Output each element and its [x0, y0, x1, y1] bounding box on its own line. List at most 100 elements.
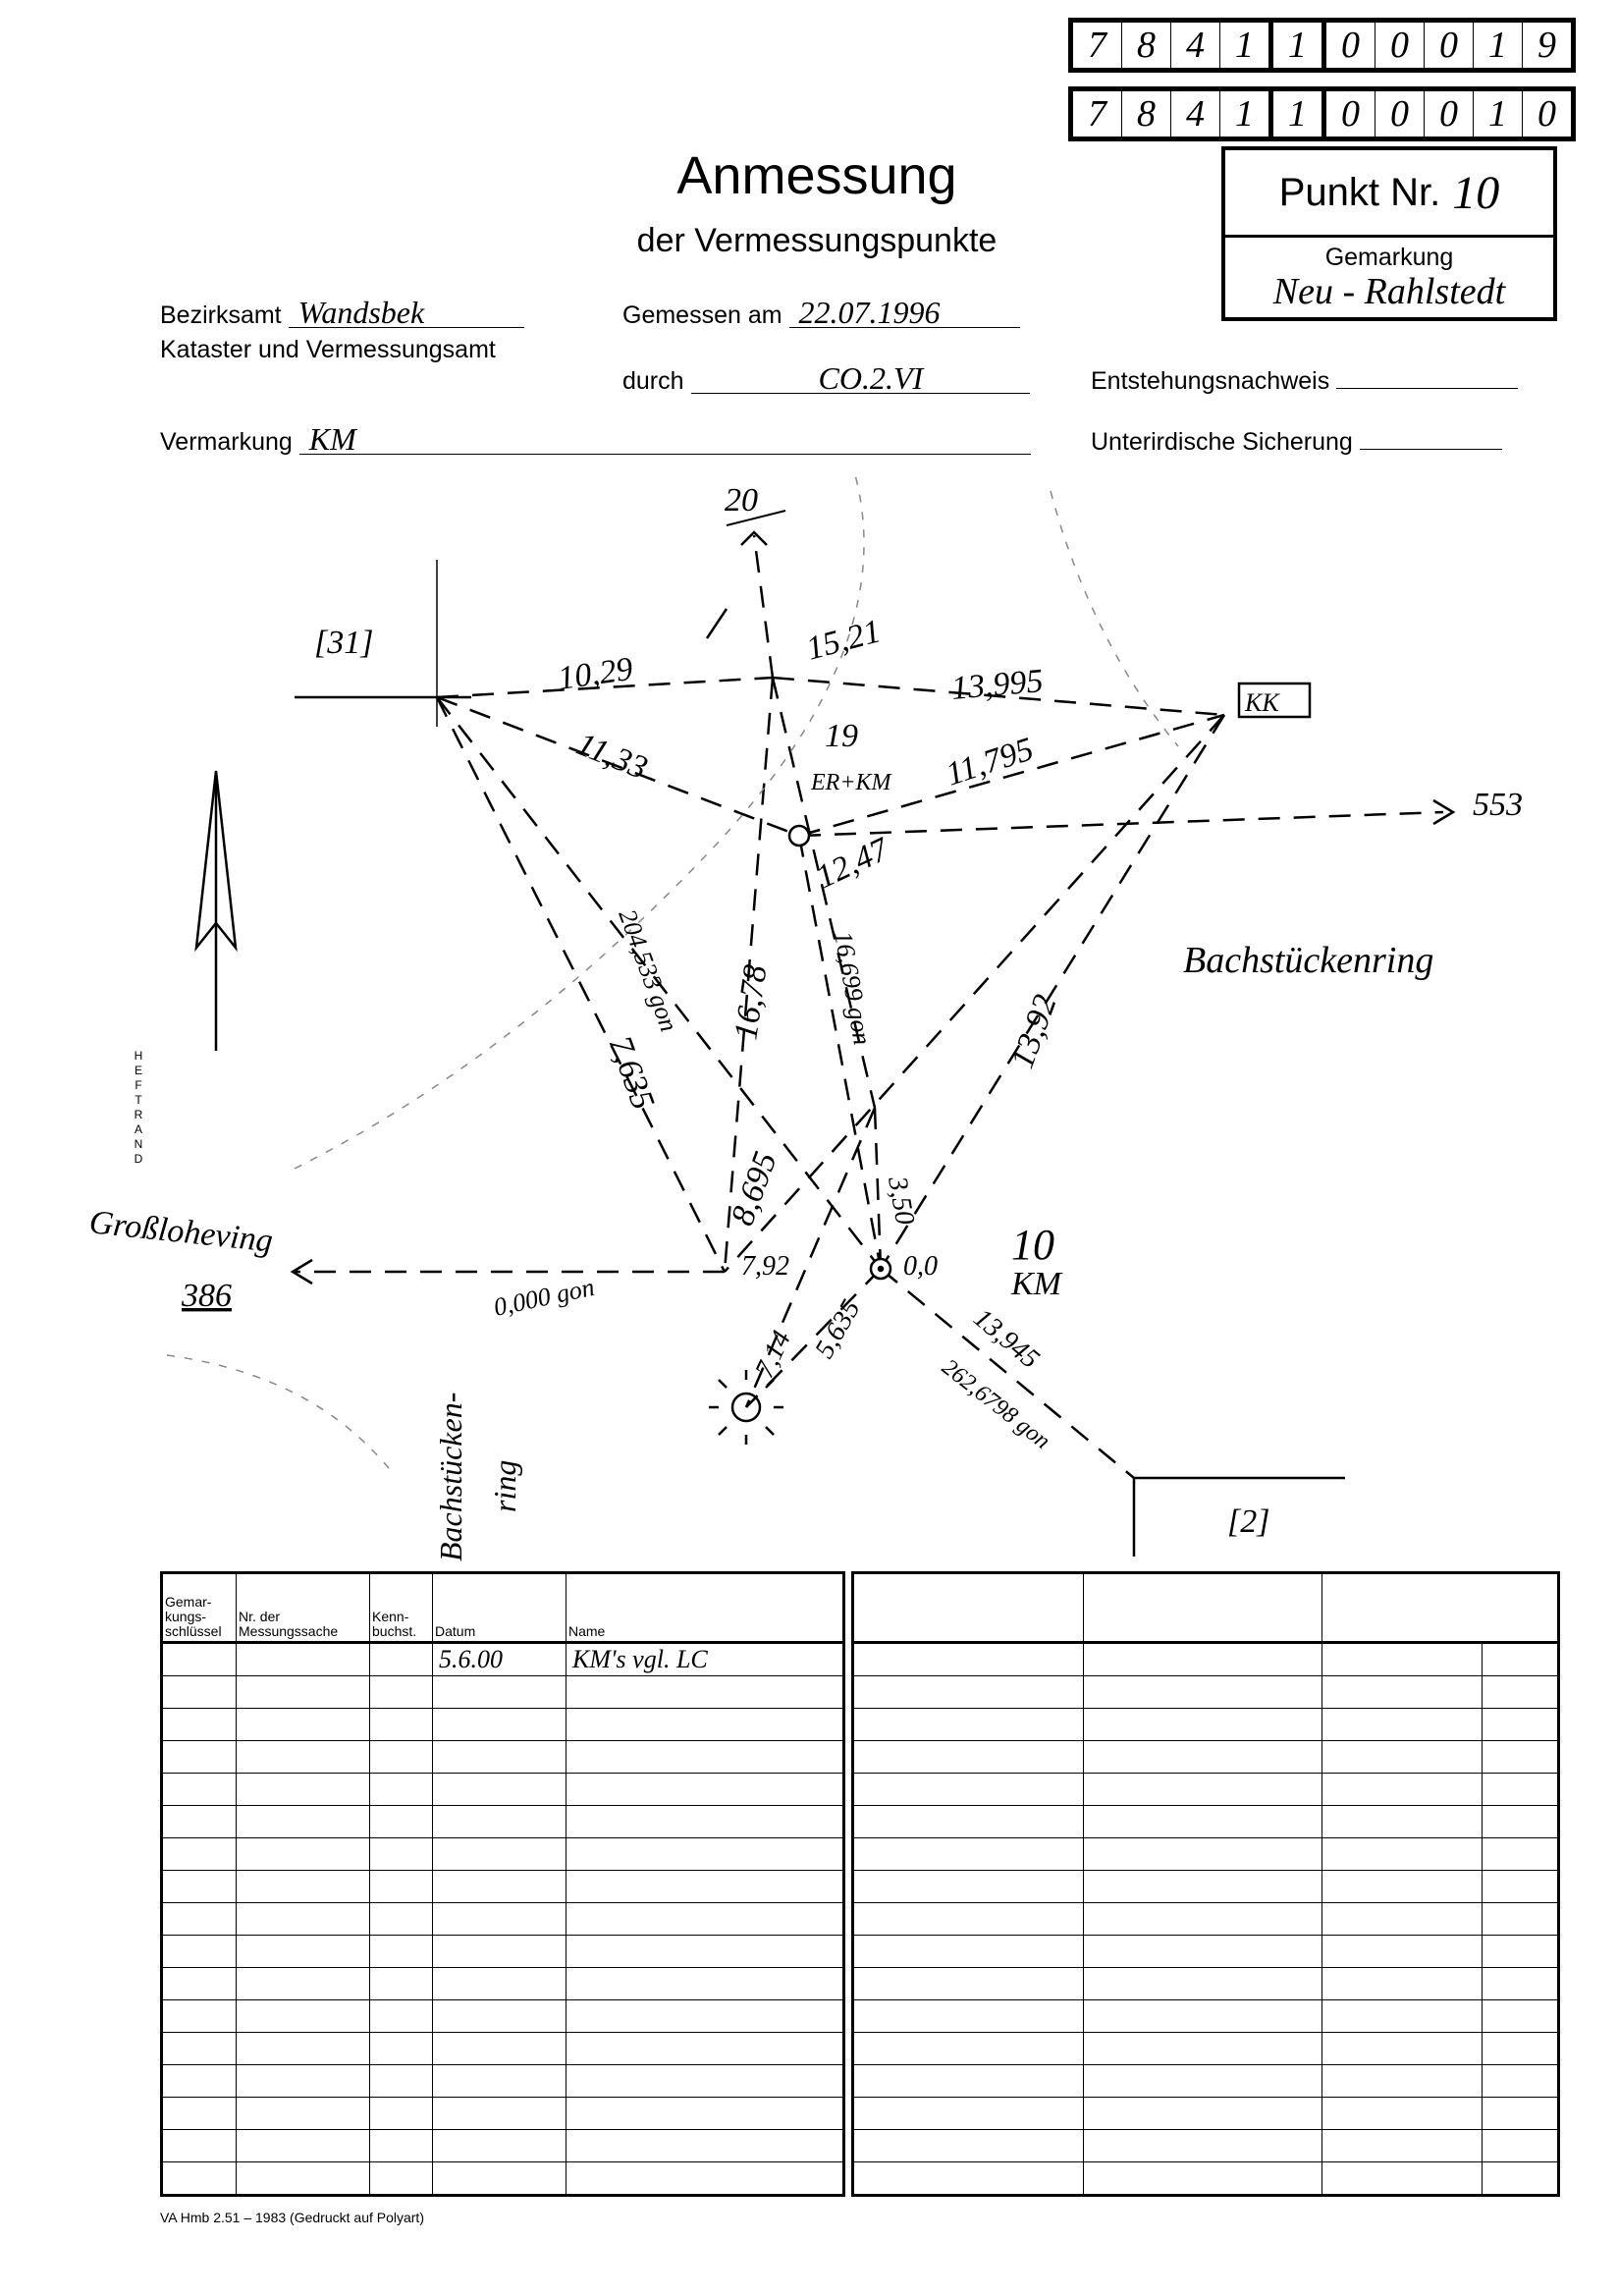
table-cell[interactable] [161, 2161, 237, 2196]
table-cell[interactable] [1482, 2129, 1559, 2162]
table-cell[interactable] [852, 1740, 1084, 1774]
table-cell[interactable] [161, 2129, 237, 2162]
table-cell[interactable] [369, 1773, 433, 1806]
table-cell[interactable] [369, 2064, 433, 2098]
table-cell[interactable] [852, 1837, 1084, 1871]
table-cell[interactable] [236, 1837, 370, 1871]
table-cell[interactable] [432, 2064, 566, 2098]
table-cell[interactable] [1482, 1773, 1559, 1806]
table-cell[interactable] [566, 1805, 844, 1838]
table-cell[interactable] [1482, 1642, 1559, 1676]
table-cell[interactable] [369, 1902, 433, 1936]
table-cell[interactable] [1083, 1642, 1322, 1676]
table-cell[interactable] [236, 1708, 370, 1741]
table-cell[interactable] [369, 1805, 433, 1838]
table-cell[interactable] [1083, 1708, 1322, 1741]
table-cell[interactable] [566, 1967, 844, 2000]
table-cell[interactable] [236, 2129, 370, 2162]
table-cell[interactable] [432, 1870, 566, 1903]
table-cell[interactable] [1083, 1805, 1322, 1838]
table-cell[interactable] [852, 1935, 1084, 1968]
table-cell[interactable] [1083, 2129, 1322, 2162]
table-cell[interactable] [236, 1642, 370, 1676]
table-cell[interactable] [1083, 2032, 1322, 2065]
table-cell[interactable] [852, 1967, 1084, 2000]
table-cell[interactable] [161, 1935, 237, 1968]
table-cell[interactable] [432, 1675, 566, 1709]
table-cell[interactable] [1321, 1837, 1483, 1871]
table-cell[interactable] [432, 1999, 566, 2033]
table-cell[interactable] [161, 2097, 237, 2130]
table-cell[interactable] [236, 1740, 370, 1774]
table-cell[interactable] [1083, 1870, 1322, 1903]
table-cell[interactable] [236, 1675, 370, 1709]
table-cell[interactable] [236, 1773, 370, 1806]
table-cell[interactable] [852, 1870, 1084, 1903]
table-cell[interactable] [161, 1642, 237, 1676]
table-cell[interactable] [1321, 2129, 1483, 2162]
table-cell[interactable] [432, 1837, 566, 1871]
table-cell[interactable] [369, 1870, 433, 1903]
table-cell[interactable] [432, 1708, 566, 1741]
table-cell[interactable] [369, 1935, 433, 1968]
table-cell[interactable] [852, 1805, 1084, 1838]
table-cell[interactable] [1321, 2097, 1483, 2130]
table-cell[interactable] [161, 1805, 237, 1838]
table-cell[interactable] [1482, 1935, 1559, 1968]
table-cell[interactable] [161, 1708, 237, 1741]
table-cell[interactable] [369, 1999, 433, 2033]
table-cell[interactable] [566, 2129, 844, 2162]
table-cell[interactable] [236, 1935, 370, 1968]
table-cell[interactable] [432, 2097, 566, 2130]
table-cell[interactable] [432, 1773, 566, 1806]
table-cell[interactable] [566, 1837, 844, 1871]
table-cell[interactable] [1321, 1805, 1483, 1838]
table-cell[interactable] [852, 1999, 1084, 2033]
table-cell[interactable] [432, 1740, 566, 1774]
table-cell[interactable] [236, 1902, 370, 1936]
table-cell[interactable] [1482, 1837, 1559, 1871]
table-cell[interactable] [1482, 2064, 1559, 2098]
table-cell[interactable] [1321, 1870, 1483, 1903]
table-cell[interactable] [432, 2129, 566, 2162]
table-cell[interactable] [432, 2032, 566, 2065]
table-cell[interactable] [161, 1999, 237, 2033]
table-cell[interactable] [1321, 1935, 1483, 1968]
table-cell[interactable] [566, 1740, 844, 1774]
table-cell[interactable] [1321, 1675, 1483, 1709]
table-cell[interactable]: 5.6.00 [432, 1642, 566, 1676]
table-cell[interactable] [1321, 2032, 1483, 2065]
table-cell[interactable] [566, 1902, 844, 1936]
table-cell[interactable] [236, 2032, 370, 2065]
table-cell[interactable] [161, 1740, 237, 1774]
table-cell[interactable] [852, 1773, 1084, 1806]
table-cell[interactable] [852, 1675, 1084, 1709]
table-cell[interactable] [369, 1740, 433, 1774]
table-cell[interactable] [566, 1675, 844, 1709]
table-cell[interactable] [1482, 1805, 1559, 1838]
table-cell[interactable] [236, 2161, 370, 2196]
table-cell[interactable] [1482, 1902, 1559, 1936]
table-cell[interactable] [369, 1675, 433, 1709]
table-cell[interactable] [566, 1935, 844, 1968]
table-cell[interactable] [236, 1999, 370, 2033]
table-cell[interactable] [1321, 1999, 1483, 2033]
table-cell[interactable] [1321, 1642, 1483, 1676]
table-cell[interactable] [369, 1642, 433, 1676]
table-cell[interactable]: KM's vgl. LC [566, 1642, 844, 1676]
table-cell[interactable] [566, 2161, 844, 2196]
table-cell[interactable] [1083, 1902, 1322, 1936]
table-cell[interactable] [369, 2129, 433, 2162]
table-cell[interactable] [1482, 1967, 1559, 2000]
table-cell[interactable] [1321, 1967, 1483, 2000]
table-cell[interactable] [1482, 1870, 1559, 1903]
table-cell[interactable] [161, 1773, 237, 1806]
table-cell[interactable] [1083, 1675, 1322, 1709]
table-cell[interactable] [1083, 1773, 1322, 1806]
table-cell[interactable] [432, 1805, 566, 1838]
table-cell[interactable] [236, 1805, 370, 1838]
table-cell[interactable] [1083, 1837, 1322, 1871]
table-cell[interactable] [852, 2129, 1084, 2162]
table-cell[interactable] [1482, 1999, 1559, 2033]
table-cell[interactable] [1083, 2161, 1322, 2196]
